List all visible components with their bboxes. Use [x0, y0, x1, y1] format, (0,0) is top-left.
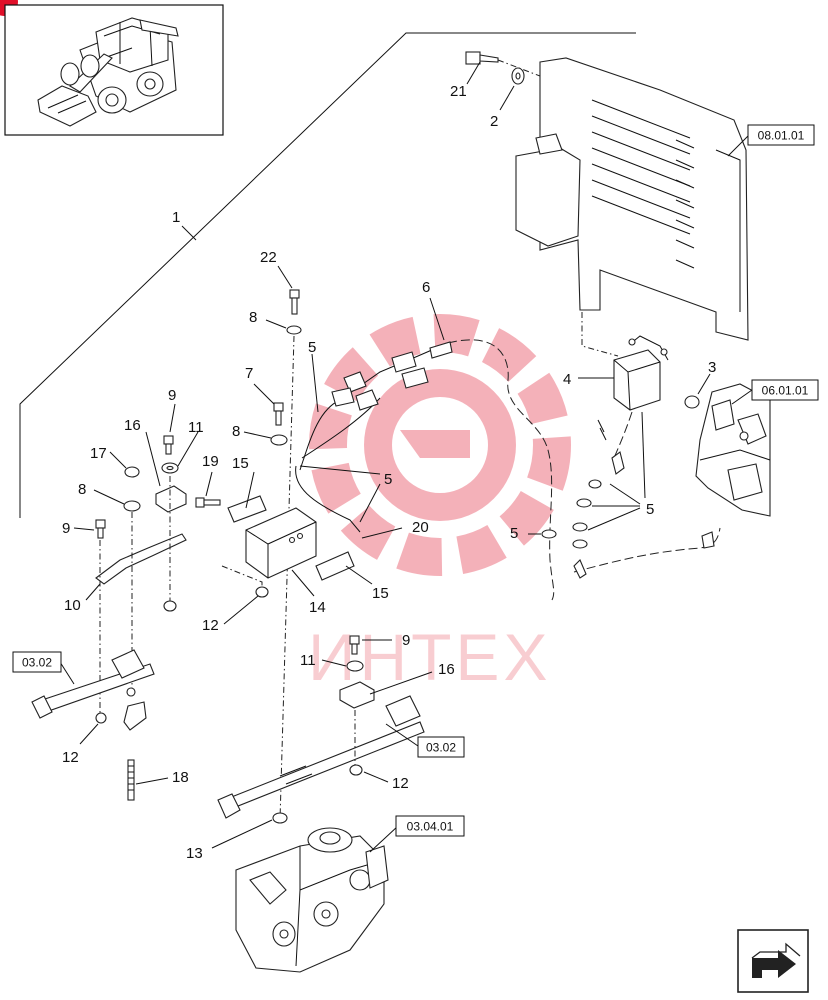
callout-5-top: 5	[308, 339, 316, 356]
right-crossbar	[217, 695, 425, 819]
bolt-7	[273, 402, 284, 426]
upper-housing-panel	[515, 57, 749, 341]
washer-13	[272, 812, 288, 824]
leader-1	[181, 225, 197, 241]
clamp-15-right	[315, 551, 355, 581]
callout-19: 19	[202, 453, 219, 470]
bolt-9-left	[163, 435, 174, 455]
mounting-bracket-14	[245, 507, 317, 579]
watermark-text: ИНТЕХ	[308, 620, 551, 694]
callout-5-left: 5	[510, 525, 518, 542]
callout-16-left: 16	[124, 417, 141, 434]
callout-9-left: 9	[62, 520, 70, 537]
next-page-arrow-icon[interactable]	[737, 929, 809, 993]
callout-21: 21	[450, 83, 467, 100]
svg-text:08.01.01: 08.01.01	[758, 129, 805, 143]
ref-box-03-04-01[interactable]: 03.04.01	[395, 815, 465, 837]
svg-text:03.02: 03.02	[426, 741, 456, 755]
clamp-15-left	[227, 495, 267, 523]
assembly-bracket-line	[19, 32, 636, 518]
bolt-9-lower	[95, 519, 106, 539]
callout-15-left: 15	[232, 455, 249, 472]
callout-5-mid: 5	[384, 471, 392, 488]
callout-12-left: 12	[62, 749, 79, 766]
bolt-21	[465, 51, 499, 65]
ref-box-03-02-right[interactable]: 03.02	[417, 736, 465, 758]
callout-6: 6	[422, 279, 430, 296]
svg-text:03.02: 03.02	[22, 656, 52, 670]
nut-17	[124, 466, 140, 478]
callout-20: 20	[412, 519, 429, 536]
svg-text:06.01.01: 06.01.01	[762, 384, 809, 398]
nut-12-left	[163, 600, 177, 612]
nut-12-mid	[255, 586, 269, 598]
callout-2: 2	[490, 113, 498, 130]
callout-14: 14	[309, 599, 326, 616]
callout-22: 22	[260, 249, 277, 266]
callout-7: 7	[245, 365, 253, 382]
washer-8-left	[123, 500, 141, 512]
bolt-19	[195, 497, 221, 508]
nut-12-lower-right	[349, 764, 363, 776]
callout-9-right: 9	[402, 632, 410, 649]
bolt-9-right	[349, 635, 360, 655]
callout-11-right: 11	[300, 652, 316, 669]
callout-12-right: 12	[392, 775, 409, 792]
right-valve-assembly	[695, 383, 771, 517]
ref-box-03-02-left[interactable]: 03.02	[12, 651, 62, 673]
ref-box-08-01-01[interactable]: 08.01.01	[747, 124, 815, 146]
bolt-22	[289, 289, 300, 315]
watermark-gear-logo	[309, 314, 571, 576]
bar-10	[95, 533, 187, 585]
callout-16-right: 16	[438, 661, 455, 678]
clamp-16-right	[339, 681, 375, 709]
callout-8-mid: 8	[232, 423, 240, 440]
clamp-16-left	[155, 485, 187, 513]
callout-17: 17	[90, 445, 107, 462]
callout-labels: 1 21 2 4 3 6 22 8 5 7 8 5 20 15 14 15 19…	[62, 83, 716, 862]
callout-5-right: 5	[646, 501, 654, 518]
left-crossbar	[31, 649, 155, 731]
callout-11-left: 11	[188, 419, 204, 436]
nut-3	[684, 395, 700, 409]
stud-18	[127, 759, 135, 801]
connector-cluster	[331, 341, 453, 411]
callout-15-right: 15	[372, 585, 389, 602]
callout-12-mid: 12	[202, 617, 219, 634]
hydraulic-pump-assembly	[235, 827, 389, 973]
nut-12-lower-left	[95, 712, 107, 724]
dash-line-housing-to-module	[581, 312, 619, 357]
callout-8-left: 8	[78, 481, 86, 498]
washer-8-mid	[270, 434, 288, 446]
callout-3: 3	[708, 359, 716, 376]
washer-8-top	[286, 325, 302, 335]
callout-18: 18	[172, 769, 189, 786]
clip-rings-5	[541, 419, 715, 579]
callout-9-top: 9	[168, 387, 176, 404]
wire-harness-6	[295, 339, 721, 601]
svg-text:03.04.01: 03.04.01	[407, 820, 454, 834]
callout-4: 4	[563, 371, 571, 388]
ref-box-06-01-01[interactable]: 06.01.01	[751, 379, 819, 401]
leader-lines	[59, 61, 753, 853]
callout-13: 13	[186, 845, 203, 862]
skid-steer-loader-icon[interactable]	[4, 4, 224, 136]
callout-1: 1	[172, 209, 180, 226]
control-module-4	[613, 335, 669, 411]
callout-8-top: 8	[249, 309, 257, 326]
dash-bolt-axis	[497, 59, 541, 77]
callout-10: 10	[64, 597, 81, 614]
